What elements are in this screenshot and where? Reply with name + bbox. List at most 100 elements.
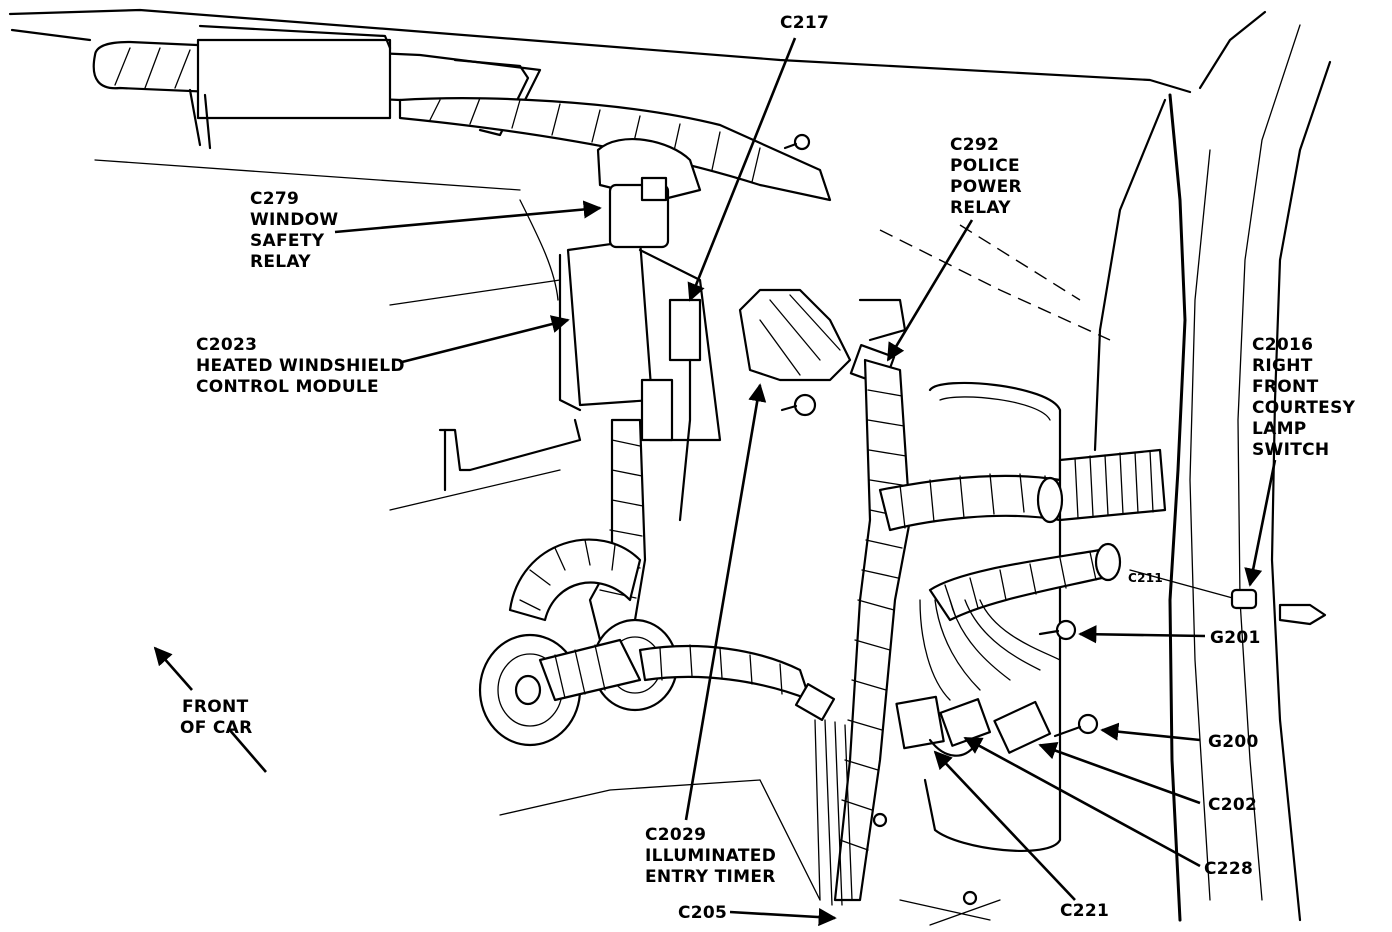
label-c211-small: C211 bbox=[1128, 571, 1163, 585]
arrow-front-of-car bbox=[153, 646, 193, 691]
arrow-c202 bbox=[1038, 742, 1201, 805]
screw-lower-right bbox=[962, 890, 978, 906]
wire-fan bbox=[919, 599, 1061, 701]
ground-g200-screw bbox=[1053, 713, 1099, 738]
label-c221: C221 bbox=[1060, 901, 1109, 921]
lower-bracket bbox=[438, 418, 582, 472]
left-harness-wrap bbox=[599, 439, 644, 599]
upper-box bbox=[196, 38, 392, 120]
bracket-top bbox=[453, 58, 530, 137]
arrow-c2029 bbox=[684, 383, 767, 821]
cowl-curve bbox=[1093, 98, 1167, 452]
relay-c292 bbox=[858, 298, 907, 342]
heated-windshield-module bbox=[566, 238, 654, 407]
dash-top-edge-left bbox=[10, 28, 92, 42]
arrow-c228 bbox=[963, 736, 1201, 868]
label-c292-line4: RELAY bbox=[950, 198, 1011, 218]
leader-arrows bbox=[153, 37, 1277, 927]
door-boot-end bbox=[1036, 476, 1064, 524]
label-c2029-line1: C2029 bbox=[645, 825, 706, 845]
arrow-c279 bbox=[334, 200, 602, 234]
kick-panel bbox=[923, 381, 1062, 853]
label-c2023-line1: C2023 bbox=[196, 335, 257, 355]
screw-top bbox=[783, 133, 811, 151]
dash-top-edge bbox=[8, 8, 1192, 94]
label-c2029-line2: ILLUMINATED bbox=[645, 846, 776, 866]
arrow-g200 bbox=[1100, 722, 1201, 742]
lower-connector bbox=[794, 683, 836, 721]
label-g200: G200 bbox=[1208, 732, 1259, 752]
label-front-of-car-line2: OF CAR bbox=[180, 718, 253, 738]
arrow-front-of-car-tail bbox=[227, 727, 267, 773]
label-c279-line3: SAFETY bbox=[250, 231, 325, 251]
module-bracket bbox=[638, 248, 722, 442]
arrow-g201 bbox=[1078, 625, 1206, 644]
right-harness-vertical bbox=[833, 358, 912, 902]
connector-c202-body bbox=[993, 700, 1052, 754]
arrow-c2023 bbox=[401, 315, 570, 364]
label-c2023-line3: CONTROL MODULE bbox=[196, 377, 379, 397]
left-curl-wrap bbox=[519, 539, 616, 611]
dash-harness bbox=[398, 97, 832, 202]
label-c279-line2: WINDOW bbox=[250, 210, 338, 230]
module-connector bbox=[640, 378, 674, 442]
label-front-of-car-line1: FRONT bbox=[182, 697, 249, 717]
dash-harness-wrap bbox=[429, 97, 761, 183]
courtesy-switch-plunger bbox=[1278, 603, 1327, 626]
c217-wire bbox=[678, 358, 692, 522]
label-c292-line2: POLICE bbox=[950, 156, 1020, 176]
ground-g201-screw bbox=[1038, 619, 1077, 641]
dash-panel-curve bbox=[519, 199, 559, 301]
lower-right-harness bbox=[928, 548, 1117, 622]
arrow-c292 bbox=[886, 219, 974, 362]
label-c2029: C2029 ILLUMINATED ENTRY TIMER bbox=[645, 825, 776, 887]
screw-mid bbox=[780, 393, 817, 417]
label-c292-line1: C292 bbox=[950, 135, 999, 155]
arrow-c205 bbox=[729, 907, 837, 927]
label-front-of-car: FRONT OF CAR bbox=[180, 697, 253, 738]
c217-connector bbox=[668, 298, 702, 362]
label-c279-line1: C279 bbox=[250, 189, 299, 209]
label-c228: C228 bbox=[1204, 859, 1253, 879]
grommet-harness bbox=[538, 638, 642, 702]
arrow-c217 bbox=[687, 37, 797, 302]
label-c292-line3: POWER bbox=[950, 177, 1022, 197]
junction-cluster bbox=[738, 288, 852, 382]
door-harness bbox=[878, 474, 1062, 532]
arrow-c2016 bbox=[1244, 459, 1277, 587]
lower-right-harness-end bbox=[1094, 542, 1122, 582]
label-c2016: C2016 RIGHT FRONT COURTESY LAMP SWITCH bbox=[1252, 335, 1356, 460]
cowl-dash-line bbox=[879, 229, 1111, 341]
connector-c221-body bbox=[895, 695, 945, 750]
label-c2029-line3: ENTRY TIMER bbox=[645, 867, 776, 887]
label-c2016-line3: FRONT bbox=[1252, 377, 1319, 397]
vehicle-structure bbox=[8, 8, 1332, 926]
module-side bbox=[558, 253, 582, 412]
relay-connector bbox=[640, 176, 668, 202]
label-c217: C217 bbox=[780, 13, 829, 33]
lower-wires bbox=[899, 899, 1001, 926]
label-c2016-line1: C2016 bbox=[1252, 335, 1313, 355]
callout-labels: C217 C279 WINDOW SAFETY RELAY C292 POLIC… bbox=[180, 13, 1356, 923]
label-c279-line4: RELAY bbox=[250, 252, 311, 272]
screw-lower bbox=[872, 812, 888, 828]
label-c2016-line4: COURTESY bbox=[1252, 398, 1356, 418]
door-inner-edge bbox=[1237, 24, 1301, 901]
kick-panel-inner bbox=[939, 396, 1051, 421]
courtesy-switch-body bbox=[1230, 588, 1258, 610]
label-g201: G201 bbox=[1210, 628, 1261, 648]
door-harness-wrap bbox=[899, 473, 1049, 529]
panel-line-2 bbox=[389, 279, 561, 306]
a-pillar-edge bbox=[1168, 93, 1187, 922]
arrow-c221 bbox=[933, 750, 1076, 901]
label-c2016-line5: LAMP bbox=[1252, 419, 1307, 439]
duct-ribs bbox=[114, 47, 261, 93]
pillar-top bbox=[1198, 10, 1267, 90]
left-harness-curl bbox=[508, 538, 642, 622]
panel-line-1 bbox=[94, 159, 521, 191]
junction-wires bbox=[759, 294, 841, 376]
upper-box-top bbox=[198, 24, 392, 50]
panel-line-3 bbox=[389, 469, 561, 511]
